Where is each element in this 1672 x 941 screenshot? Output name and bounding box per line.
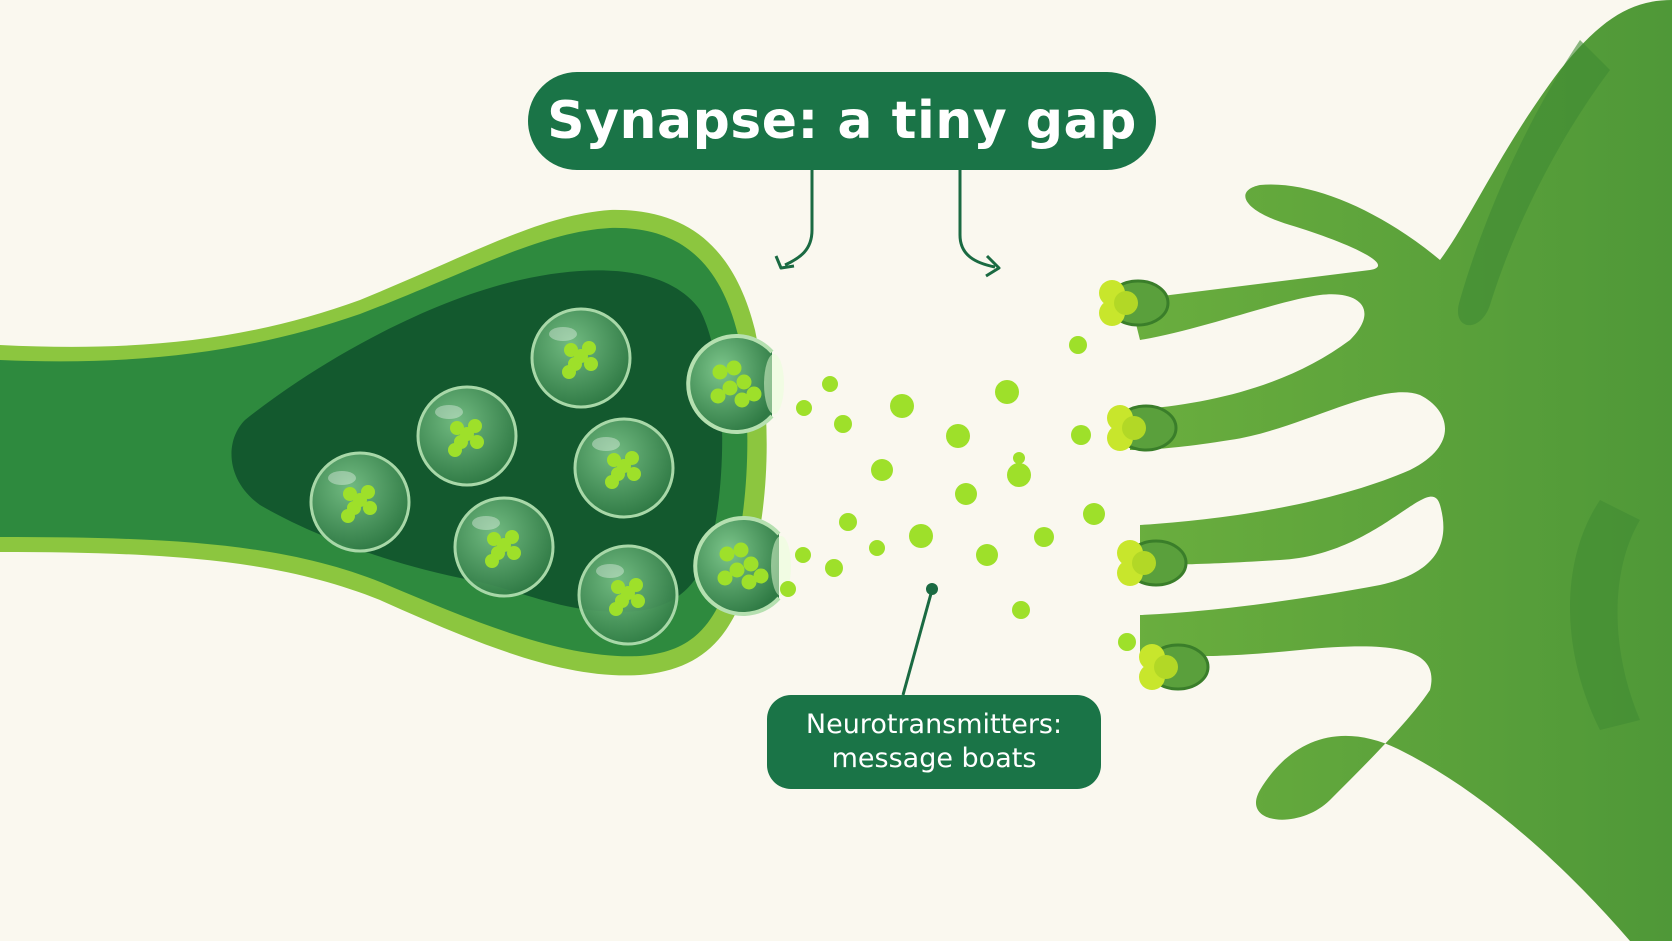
receptor-site xyxy=(1114,291,1138,315)
neurotransmitter-molecule xyxy=(995,380,1019,404)
curved-arrow-down-right-icon xyxy=(958,170,996,269)
vesicle-molecule xyxy=(470,435,484,449)
receptor-site xyxy=(1132,551,1156,575)
vesicle-molecule xyxy=(621,586,635,600)
vesicle-molecule xyxy=(485,554,499,568)
vesicle-molecule xyxy=(448,443,462,457)
neurotransmitter-molecule xyxy=(890,394,914,418)
neurotransmitter-molecule xyxy=(834,415,852,433)
neurotransmitter-molecule xyxy=(822,376,838,392)
fusing-vesicle-molecule xyxy=(722,380,738,396)
fusing-vesicle-molecule xyxy=(736,374,752,390)
vesicle-highlight xyxy=(592,437,620,451)
title-text: Synapse: a tiny gap xyxy=(547,91,1137,151)
fusing-vesicle-molecule xyxy=(726,360,742,376)
neurotransmitter-molecule xyxy=(976,544,998,566)
vesicle-molecule xyxy=(353,493,367,507)
postsynaptic-dendrite xyxy=(1099,0,1672,941)
vesicle-molecule xyxy=(363,501,377,515)
fusing-vesicle-molecule xyxy=(719,546,735,562)
vesicle-molecule xyxy=(341,509,355,523)
vesicle xyxy=(530,307,632,409)
dendrite-body xyxy=(1130,0,1672,941)
fusing-vesicle-molecule xyxy=(733,542,749,558)
vesicle-molecule xyxy=(617,459,631,473)
vesicle-molecule xyxy=(497,538,511,552)
vesicle-highlight xyxy=(328,471,356,485)
neurotransmitter-molecules xyxy=(780,336,1136,651)
neurotransmitter-molecule xyxy=(1069,336,1087,354)
fusing-vesicle-molecule xyxy=(741,574,757,590)
fusing-vesicle xyxy=(693,516,791,616)
vesicle-highlight xyxy=(472,516,500,530)
release-glow xyxy=(764,354,784,414)
neurotransmitter-molecule xyxy=(955,483,977,505)
fusing-vesicle-molecule xyxy=(734,392,750,408)
vesicle-molecule xyxy=(507,546,521,560)
vesicle-molecule xyxy=(562,365,576,379)
neurotransmitter-molecule xyxy=(909,524,933,548)
fusing-vesicle-molecule xyxy=(746,386,762,402)
neurotransmitter-molecule xyxy=(795,547,811,563)
fusing-vesicle xyxy=(686,334,784,434)
label-pointer-dot xyxy=(926,583,938,595)
dendrite-shade xyxy=(1457,40,1610,326)
curved-arrow-down-left-icon xyxy=(784,170,814,267)
neurotransmitter-molecule xyxy=(1012,601,1030,619)
vesicle-molecule xyxy=(609,602,623,616)
receptor xyxy=(1117,539,1188,587)
neurotransmitter-molecule xyxy=(1034,527,1054,547)
vesicle-molecule xyxy=(627,467,641,481)
title-label: Synapse: a tiny gap xyxy=(528,72,1156,170)
neurotransmitter-molecule xyxy=(1071,425,1091,445)
dendrite-shade xyxy=(1570,500,1640,730)
vesicle-group xyxy=(309,307,791,646)
vesicle xyxy=(577,544,679,646)
neurotransmitter-molecule xyxy=(796,400,812,416)
label-pointer-line xyxy=(901,589,934,696)
neurotransmitter-molecule xyxy=(780,581,796,597)
neurotransmitter-molecule xyxy=(1013,452,1025,464)
fusing-vesicle-molecule xyxy=(743,556,759,572)
vesicle-molecule xyxy=(605,475,619,489)
neurotransmitter-molecule xyxy=(825,559,843,577)
vesicle xyxy=(309,451,411,553)
neurotransmitters-label: Neurotransmitters: message boats xyxy=(767,695,1101,789)
neurotransmitter-molecule xyxy=(871,459,893,481)
vesicle-molecule xyxy=(584,357,598,371)
fusing-vesicle-molecule xyxy=(710,388,726,404)
receptor xyxy=(1099,279,1170,327)
vesicle xyxy=(573,417,675,519)
fusing-vesicle-molecule xyxy=(729,562,745,578)
vesicle-highlight xyxy=(435,405,463,419)
vesicle-molecule xyxy=(631,594,645,608)
vesicle-molecule xyxy=(574,349,588,363)
neurotransmitters-label-line2: message boats xyxy=(831,743,1037,774)
arrowhead-right xyxy=(985,254,1001,278)
receptor xyxy=(1139,643,1210,691)
vesicle-highlight xyxy=(549,327,577,341)
vesicle-highlight xyxy=(596,564,624,578)
neurotransmitter-molecule xyxy=(839,513,857,531)
neurotransmitter-molecule xyxy=(869,540,885,556)
fusing-vesicle-molecule xyxy=(717,570,733,586)
pointer-group xyxy=(774,170,1001,696)
arrowhead-left xyxy=(774,255,795,270)
neurotransmitter-molecule xyxy=(1007,463,1031,487)
vesicle xyxy=(453,496,555,598)
receptor-site xyxy=(1154,655,1178,679)
neurotransmitter-molecule xyxy=(1118,633,1136,651)
neurotransmitter-molecule xyxy=(1083,503,1105,525)
fusing-vesicle-molecule xyxy=(712,364,728,380)
neurotransmitter-molecule xyxy=(946,424,970,448)
release-glow xyxy=(771,536,791,596)
fusing-vesicle-molecule xyxy=(753,568,769,584)
neurotransmitters-label-line1: Neurotransmitters: xyxy=(805,709,1063,740)
vesicle xyxy=(416,385,518,487)
receptor-site xyxy=(1122,416,1146,440)
vesicle-molecule xyxy=(460,427,474,441)
receptor xyxy=(1107,404,1178,452)
